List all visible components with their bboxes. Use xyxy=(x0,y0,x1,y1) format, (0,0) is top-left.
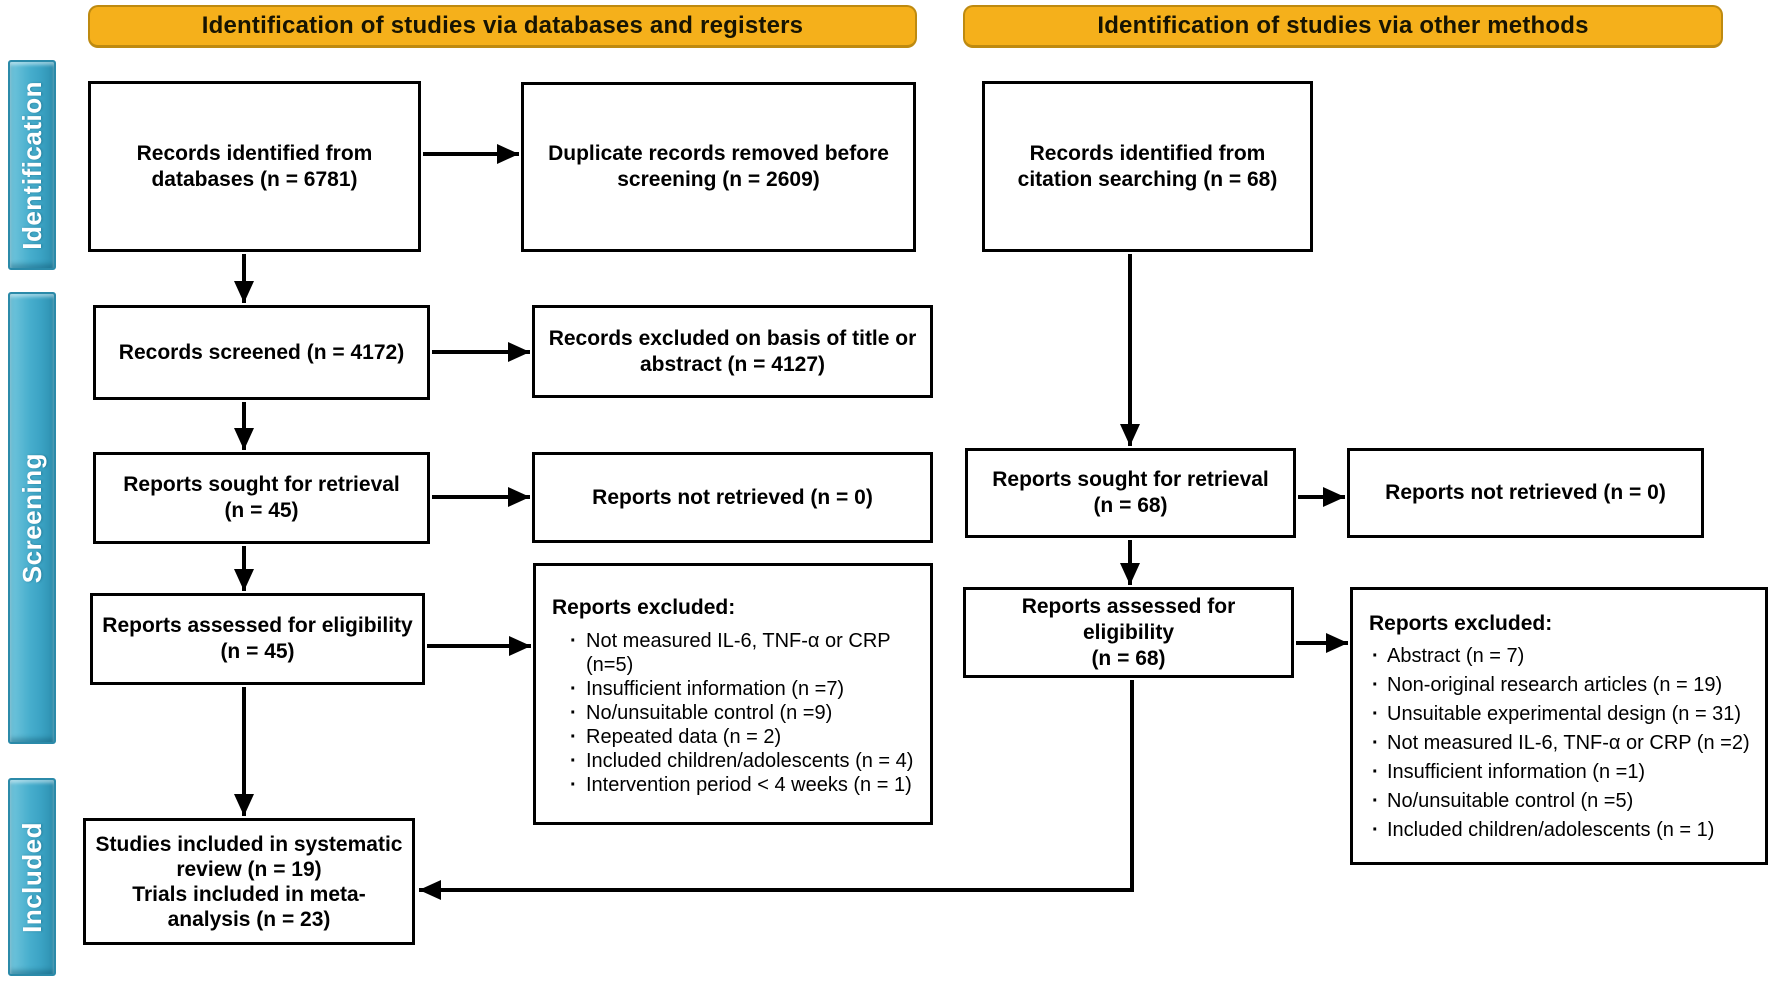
box-reports-excluded-databases: Reports excluded: Not measured IL-6, TNF… xyxy=(533,563,933,825)
list-item: Insufficient information (n =1) xyxy=(1369,758,1755,787)
box-records-screened: Records screened (n = 4172) xyxy=(93,305,430,400)
list-item: Insufficient information (n =7) xyxy=(562,677,918,701)
box-reports-sought-databases: Reports sought for retrieval (n = 45) xyxy=(93,452,430,544)
box-text-line: analysis (n = 23) xyxy=(167,907,331,931)
box-text-line: (n = 68) xyxy=(1091,646,1166,670)
box-reports-not-retrieved-databases: Reports not retrieved (n = 0) xyxy=(532,452,933,543)
box-reports-excluded-citation: Reports excluded: Abstract (n = 7) Non-o… xyxy=(1350,587,1768,865)
list-item: Not measured IL-6, TNF-α or CRP (n =2) xyxy=(1369,729,1755,758)
banner-databases-registers: Identification of studies via databases … xyxy=(88,5,917,48)
box-text-line: Reports not retrieved (n = 0) xyxy=(1385,481,1666,504)
list-item: Included children/adolescents (n = 4) xyxy=(562,749,918,773)
box-text-line: Reports assessed for eligibility xyxy=(102,614,413,637)
box-records-excluded-title-abstract: Records excluded on basis of title or ab… xyxy=(532,305,933,398)
box-text-line: Records identified from xyxy=(136,141,373,165)
list-item: Unsuitable experimental design (n = 31) xyxy=(1369,700,1755,729)
reports-excluded-list: Not measured IL-6, TNF-α or CRP (n=5) In… xyxy=(562,629,918,797)
box-text-line: (n = 68) xyxy=(1093,494,1168,517)
list-item: Not measured IL-6, TNF-α or CRP (n=5) xyxy=(562,629,918,677)
stage-label-identification: Identification xyxy=(16,80,47,250)
stage-bar-screening: Screening xyxy=(8,292,56,744)
box-text-line: Records screened (n = 4172) xyxy=(118,340,405,364)
banner-other-methods: Identification of studies via other meth… xyxy=(963,5,1723,48)
stage-label-screening: Screening xyxy=(16,452,47,584)
box-reports-sought-citation: Reports sought for retrieval (n = 68) xyxy=(965,448,1296,538)
box-text-line: Records identified from xyxy=(1029,141,1266,165)
box-duplicate-records-removed: Duplicate records removed before screeni… xyxy=(521,82,916,252)
box-text-line: review (n = 19) xyxy=(176,857,322,881)
box-studies-included: Studies included in systematic review (n… xyxy=(83,818,415,945)
box-text-line: Reports not retrieved (n = 0) xyxy=(592,485,873,509)
box-text-line: Duplicate records removed before xyxy=(548,142,889,165)
box-reports-assessed-databases: Reports assessed for eligibility (n = 45… xyxy=(90,593,425,685)
reports-excluded-list: Abstract (n = 7) Non-original research a… xyxy=(1369,642,1755,845)
box-text-line: Reports sought for retrieval xyxy=(992,468,1269,491)
box-text-line: databases (n = 6781) xyxy=(151,167,358,191)
box-reports-assessed-citation: Reports assessed for eligibility (n = 68… xyxy=(963,587,1294,678)
list-item: Repeated data (n = 2) xyxy=(562,725,918,749)
box-text-line: Records excluded on basis of title or xyxy=(548,326,917,350)
box-text-line: Studies included in systematic xyxy=(95,832,403,856)
reports-excluded-heading: Reports excluded: xyxy=(1369,612,1553,635)
box-records-identified-citation: Records identified from citation searchi… xyxy=(982,81,1313,252)
box-text-line: screening (n = 2609) xyxy=(617,168,820,191)
box-text-line: Reports sought for retrieval xyxy=(123,473,400,496)
box-text-line: Reports assessed for eligibility xyxy=(1021,594,1236,644)
banner-right-label: Identification of studies via other meth… xyxy=(1097,12,1589,39)
box-text-line: Trials included in meta- xyxy=(132,882,366,906)
list-item: Included children/adolescents (n = 1) xyxy=(1369,816,1755,845)
box-reports-not-retrieved-citation: Reports not retrieved (n = 0) xyxy=(1347,448,1704,538)
box-text-line: abstract (n = 4127) xyxy=(639,352,825,376)
list-item: Abstract (n = 7) xyxy=(1369,642,1755,671)
banner-left-label: Identification of studies via databases … xyxy=(201,12,804,39)
stage-bar-identification: Identification xyxy=(8,60,56,270)
reports-excluded-heading: Reports excluded: xyxy=(552,596,736,619)
box-records-identified-databases: Records identified from databases (n = 6… xyxy=(88,81,421,252)
list-item: No/unsuitable control (n =9) xyxy=(562,701,918,725)
list-item: Non-original research articles (n = 19) xyxy=(1369,671,1755,700)
box-text-line: (n = 45) xyxy=(220,640,295,663)
stage-label-included: Included xyxy=(16,821,47,933)
box-text-line: citation searching (n = 68) xyxy=(1017,167,1278,191)
stage-bar-included: Included xyxy=(8,778,56,976)
list-item: Intervention period < 4 weeks (n = 1) xyxy=(562,773,918,797)
list-item: No/unsuitable control (n =5) xyxy=(1369,787,1755,816)
box-text-line: (n = 45) xyxy=(224,499,299,522)
